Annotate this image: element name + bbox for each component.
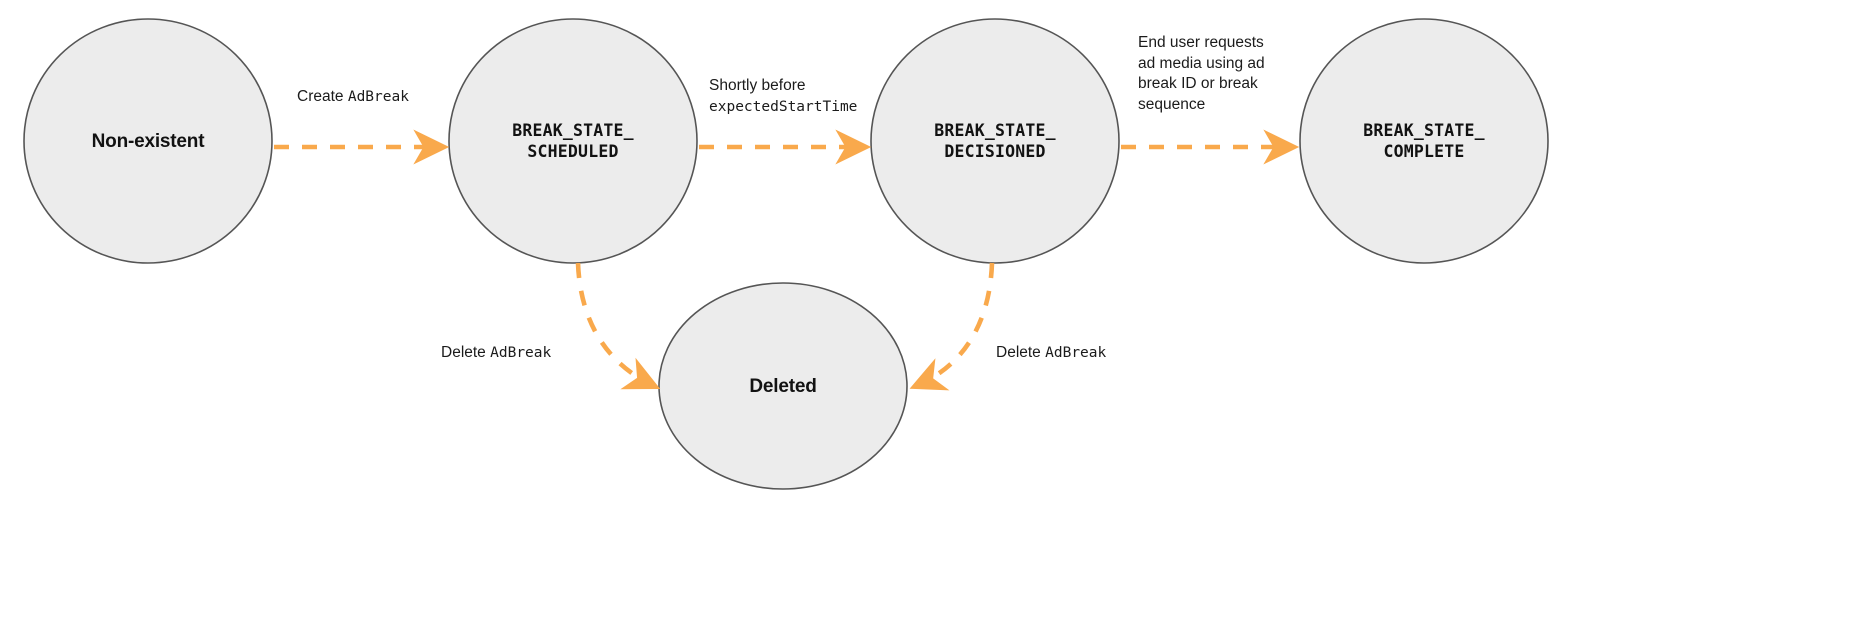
node-break-state-decisioned[interactable] — [870, 18, 1120, 264]
node-deleted[interactable] — [658, 282, 908, 490]
node-break-state-complete[interactable] — [1299, 18, 1549, 264]
edge-delete-adbreak-scheduled — [575, 262, 661, 390]
node-non-existent[interactable] — [23, 18, 273, 264]
edge-delete-adbreak-decisioned — [909, 262, 995, 391]
node-break-state-scheduled[interactable] — [448, 18, 698, 264]
